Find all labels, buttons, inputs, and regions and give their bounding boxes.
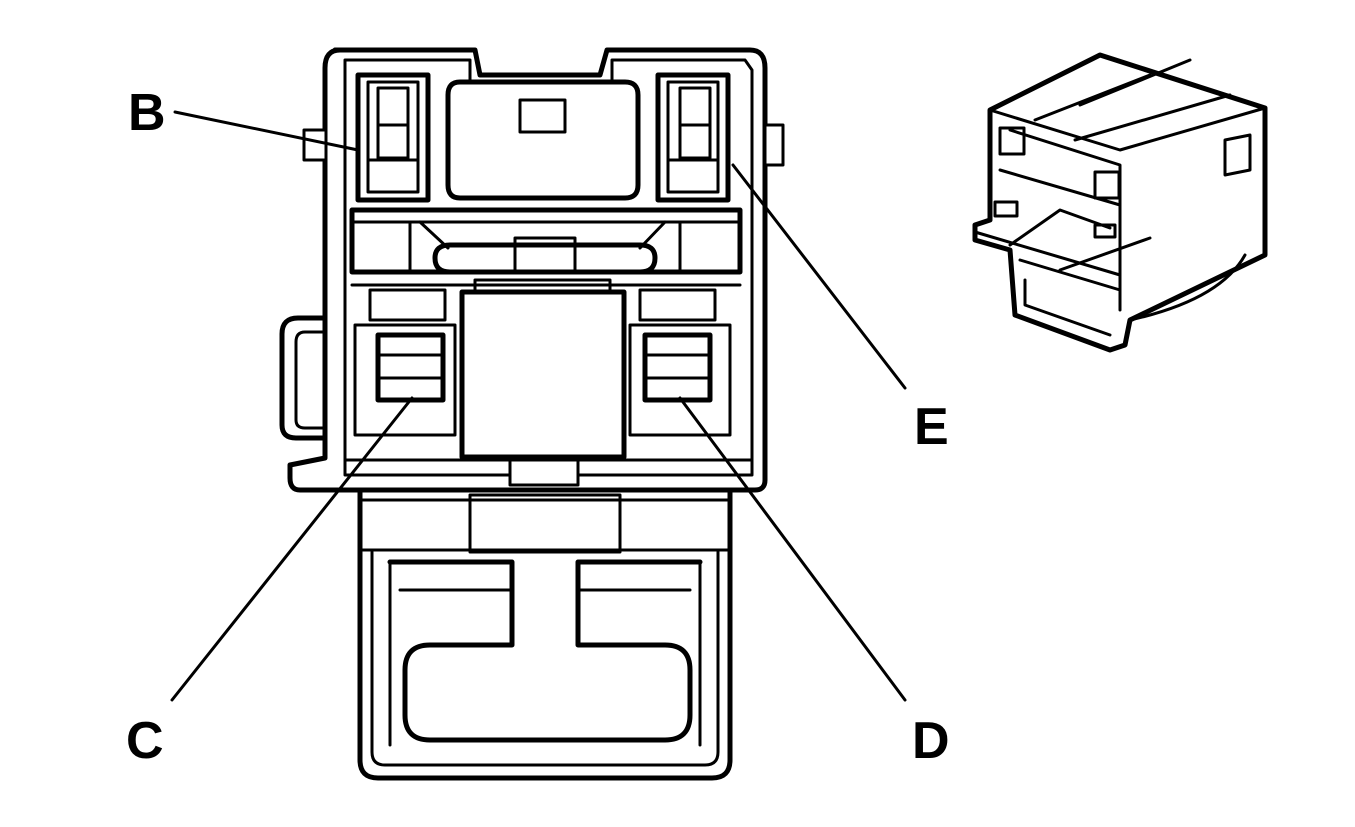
callout-d: D	[912, 712, 950, 770]
connector-isometric-view	[972, 52, 1268, 353]
connector-lever	[357, 487, 733, 781]
lever-outline	[357, 487, 733, 781]
left-hook	[279, 315, 328, 441]
callout-c: C	[126, 712, 164, 770]
leader-e	[731, 163, 907, 390]
middle-slot	[432, 242, 658, 275]
callout-e: E	[914, 398, 949, 456]
top-center-window	[445, 79, 641, 201]
housing-outline	[287, 47, 768, 493]
right-side-tab	[763, 123, 785, 167]
housing-inner-outline	[343, 58, 754, 477]
cavity-c	[353, 323, 457, 437]
leader-c	[170, 396, 414, 702]
lever-inner	[370, 550, 720, 767]
cavity-b	[355, 72, 431, 203]
cavity-e	[655, 72, 731, 203]
left-side-tab	[302, 128, 328, 162]
leader-d	[678, 396, 907, 702]
connector-front-view	[279, 47, 785, 493]
callout-b: B	[128, 84, 166, 142]
top-center-tab	[518, 98, 567, 134]
lever-left-pad	[387, 559, 703, 743]
left-hook-inner	[294, 330, 327, 430]
leader-b	[173, 110, 360, 152]
cavity-d	[628, 323, 732, 437]
center-block	[459, 289, 627, 460]
